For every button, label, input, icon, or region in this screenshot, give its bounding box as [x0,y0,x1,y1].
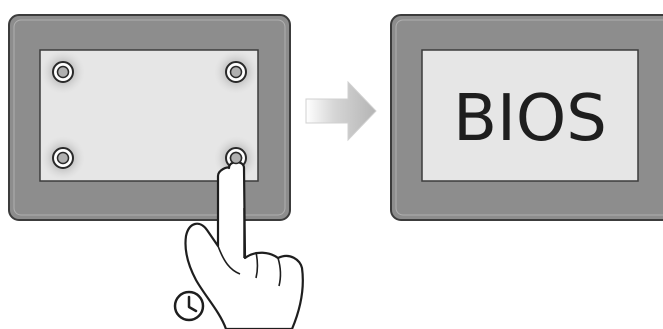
left-monitor-bezel-inner [13,19,286,216]
left-monitor [8,14,291,221]
right-monitor-screen [421,49,639,182]
right-monitor: BIOS [390,14,663,221]
touch-point-icon [41,136,85,180]
pointing-hand-icon [184,151,304,329]
bios-label: BIOS [453,82,607,156]
right-monitor-bezel-inner [395,19,663,216]
touch-point-icon [214,50,258,94]
clock-icon [173,290,205,322]
arrow-right-icon [305,80,377,142]
touch-point-icon [41,50,85,94]
touch-point-icon [229,151,243,165]
